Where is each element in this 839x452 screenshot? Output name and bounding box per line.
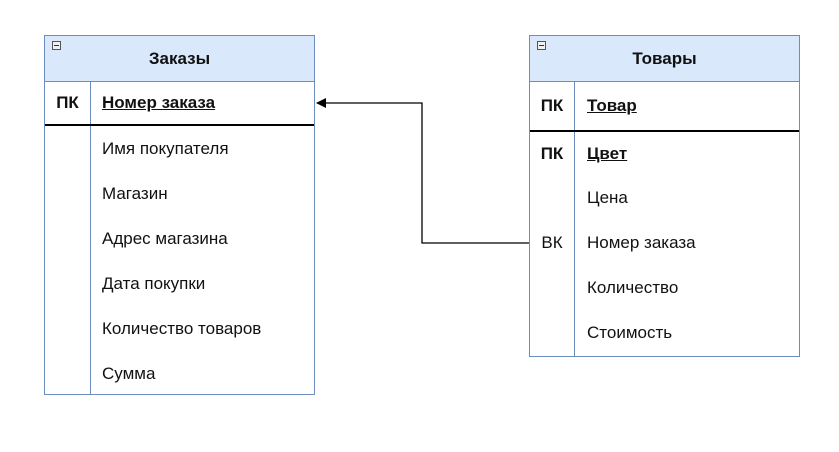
attribute-name: Количество: [587, 277, 679, 297]
table-row[interactable]: ПК Цвет: [530, 132, 799, 175]
collapse-icon[interactable]: [537, 41, 546, 50]
attribute-name: Сумма: [102, 363, 156, 383]
table-row[interactable]: Сумма: [45, 351, 314, 396]
table-row[interactable]: Стоимость: [530, 310, 799, 355]
attribute-name: Номер заказа: [587, 232, 696, 252]
key-label: ПК: [56, 93, 79, 112]
attribute-name: Количество товаров: [102, 318, 262, 338]
relationship-connector[interactable]: [316, 98, 529, 244]
key-label: ВК: [541, 232, 563, 252]
table-row[interactable]: Количество товаров: [45, 306, 314, 351]
key-label: ПК: [540, 143, 564, 163]
entity-products-title: Товары: [632, 48, 697, 68]
attribute-name: Имя покупателя: [102, 138, 229, 158]
collapse-icon[interactable]: [52, 41, 61, 50]
table-row[interactable]: ПК Товар: [530, 82, 799, 130]
attribute-name: Дата покупки: [102, 273, 206, 293]
attribute-name: Цена: [587, 187, 628, 207]
entity-orders-title: Заказы: [148, 48, 211, 68]
entity-products[interactable]: Товары ПК Товар ПК Цвет Цена ВК Номер за…: [529, 35, 800, 357]
table-row[interactable]: Количество: [530, 265, 799, 310]
table-row[interactable]: Дата покупки: [45, 261, 314, 306]
table-row[interactable]: ПК Номер заказа: [45, 82, 314, 124]
attribute-name: Стоимость: [587, 322, 673, 342]
primary-key-separator: [45, 124, 314, 126]
table-row[interactable]: ВК Номер заказа: [530, 220, 799, 265]
key-column-divider: [90, 82, 91, 394]
table-row[interactable]: Магазин: [45, 171, 314, 216]
table-row[interactable]: Цена: [530, 175, 799, 220]
attribute-name: Магазин: [102, 183, 168, 203]
table-row[interactable]: Адрес магазина: [45, 216, 314, 261]
attribute-name: Адрес магазина: [102, 228, 228, 248]
table-row[interactable]: Имя покупателя: [45, 126, 314, 171]
entity-orders[interactable]: Заказы ПК Номер заказа Имя покупателя Ма…: [44, 35, 315, 395]
entity-orders-header[interactable]: Заказы: [45, 36, 314, 82]
key-column-divider: [574, 82, 575, 356]
attribute-name: Товар: [587, 96, 637, 115]
key-label: ПК: [540, 96, 564, 115]
attribute-name: Цвет: [587, 143, 628, 163]
primary-key-separator: [530, 130, 799, 132]
entity-products-header[interactable]: Товары: [530, 36, 799, 82]
attribute-name: Номер заказа: [102, 93, 216, 112]
